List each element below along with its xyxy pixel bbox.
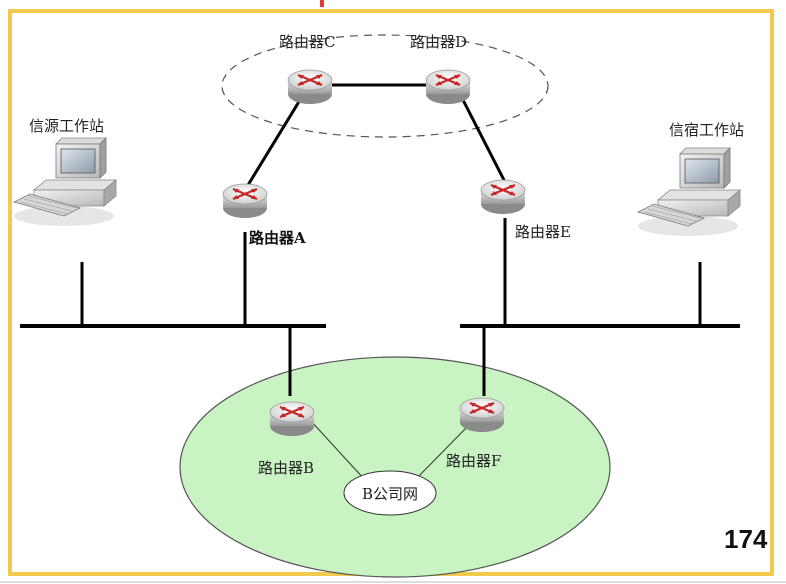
router-d-label: 路由器D (410, 33, 467, 51)
source-workstation-icon (13, 137, 117, 227)
link-b-company (309, 419, 366, 481)
backbone-dashed-ellipse (221, 34, 549, 138)
router-c-icon (286, 68, 334, 106)
router-f-icon (458, 396, 506, 434)
company-net-node (343, 470, 437, 516)
link-f-company (414, 423, 471, 481)
router-c-label: 路由器C (279, 33, 335, 51)
page-number: 174 (724, 524, 768, 554)
link-d-e (460, 97, 507, 183)
router-e-label: 路由器E (515, 223, 571, 241)
router-b-icon (268, 400, 316, 438)
dest-workstation-icon (637, 147, 741, 237)
router-a-icon (221, 182, 269, 220)
router-a-label: 路由器A (249, 229, 306, 247)
link-a-c (243, 99, 302, 191)
dest-station-label: 信宿工作站 (669, 121, 744, 139)
company-net-label: B公司网 (362, 485, 418, 503)
router-f-label: 路由器F (446, 452, 501, 470)
router-b-label: 路由器B (258, 459, 314, 477)
company-area (179, 356, 611, 578)
source-station-label: 信源工作站 (29, 117, 104, 135)
top-marker (320, 0, 324, 7)
router-e-icon (479, 178, 527, 216)
router-d-icon (424, 68, 472, 106)
